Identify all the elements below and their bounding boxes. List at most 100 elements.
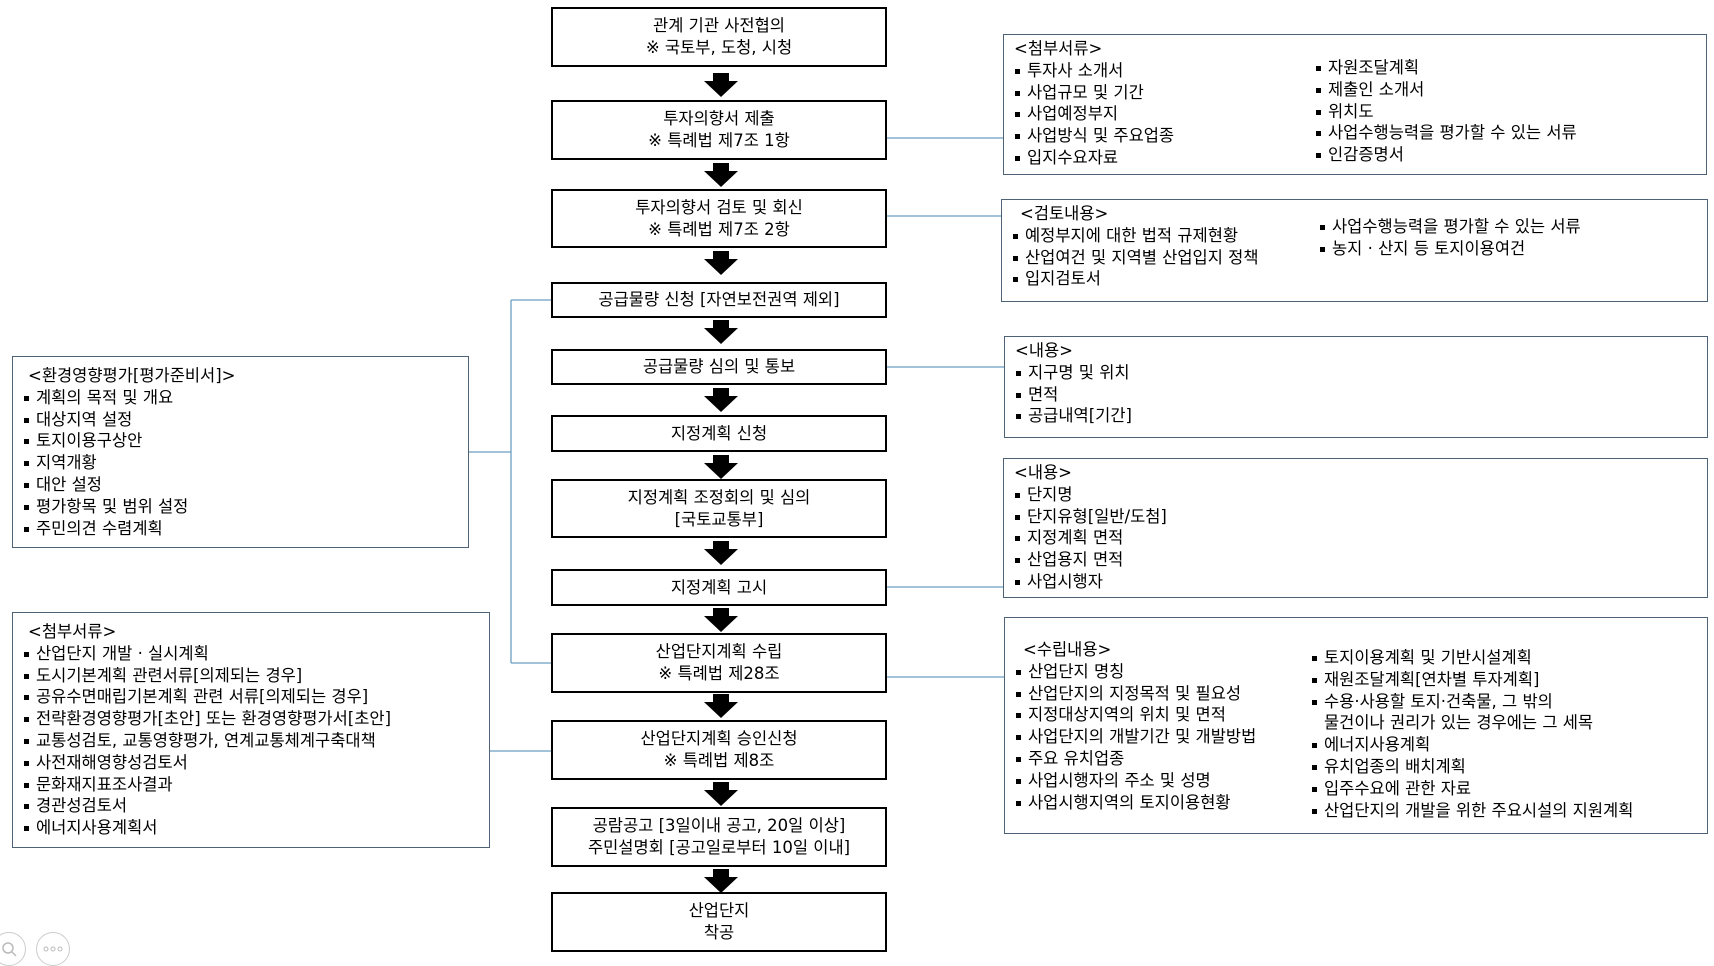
designation-content-box: <내용> 단지명 단지유형[일반/도첨] 지정계획 면적 산업용지 면적 사업시… xyxy=(1003,458,1708,598)
box-header: <첨부서류> xyxy=(1014,39,1103,58)
attachments-list-right: 자원조달계획 제출인 소개서 위치도 사업수행능력을 평가할 수 있는 서류 인… xyxy=(1315,57,1577,166)
arrow-down-icon xyxy=(704,541,738,565)
list-item: 사업시행자의 주소 및 성명 xyxy=(1015,770,1697,792)
box-header: <수립내용> xyxy=(1023,640,1112,659)
step-complex-plan: 산업단지계획 수립 ※ 특례법 제28조 xyxy=(551,633,887,693)
list-item: 경관성검토서 xyxy=(23,795,479,817)
list-item: 토지이용구상안 xyxy=(23,430,458,452)
attachments-list-left: 투자사 소개서 사업규모 및 기간 사업예정부지 사업방식 및 주요업종 입지수… xyxy=(1014,60,1696,169)
list-item: 대안 설정 xyxy=(23,474,458,496)
list-item: 입지수요자료 xyxy=(1014,147,1696,169)
supply-content-box: <내용> 지구명 및 위치 면적 공급내역[기간] xyxy=(1004,336,1708,438)
list-item: 에너지사용계획 xyxy=(1311,734,1633,756)
list-item: 사업규모 및 기간 xyxy=(1014,82,1696,104)
list-item: 계획의 목적 및 개요 xyxy=(23,387,458,409)
list-item: 제출인 소개서 xyxy=(1315,79,1577,101)
arrow-down-icon xyxy=(704,608,738,632)
list-item: 산업단지 개발 · 실시계획 xyxy=(23,643,479,665)
list-item: 단지명 xyxy=(1014,484,1697,506)
step-approval-request: 산업단지계획 승인신청 ※ 특례법 제8조 xyxy=(551,720,887,780)
list-item: 도시기본계획 관련서류[의제되는 경우] xyxy=(23,665,479,687)
box-header: <내용> xyxy=(1015,341,1074,360)
list-item: 위치도 xyxy=(1315,101,1577,123)
review-box: <검토내용> 예정부지에 대한 법적 규제현황 산업여건 및 지역별 산업입지 … xyxy=(1001,199,1708,302)
list-item: 전략환경영향평가[초안] 또는 환경영향평가서[초안] xyxy=(23,708,479,730)
plan-attachments-box: <첨부서류> 산업단지 개발 · 실시계획 도시기본계획 관련서류[의제되는 경… xyxy=(12,612,490,848)
list-item: 평가항목 및 범위 설정 xyxy=(23,496,458,518)
list-item: 교통성검토, 교통영향평가, 연계교통체계구축대책 xyxy=(23,730,479,752)
list-item: 산업단지의 지정목적 및 필요성 xyxy=(1015,683,1697,705)
list-item: 농지 · 산지 등 토지이용여건 xyxy=(1319,238,1581,260)
arrow-down-icon xyxy=(704,388,738,412)
list-item: 사업수행능력을 평가할 수 있는 서류 xyxy=(1315,122,1577,144)
list-item: 지구명 및 위치 xyxy=(1015,362,1697,384)
plan-content-list-right: 토지이용계획 및 기반시설계획 재원조달계획[연차별 투자계획] 수용·사용할 … xyxy=(1311,647,1633,821)
arrow-down-icon xyxy=(704,782,738,806)
arrow-down-icon xyxy=(704,73,738,97)
step-public-notice: 공람공고 [3일이내 공고, 20일 이상] 주민설명회 [공고일로부터 10일… xyxy=(551,807,887,867)
list-item: 입지검토서 xyxy=(1012,268,1697,290)
list-item: 단지유형[일반/도첨] xyxy=(1014,506,1697,528)
list-item: 입주수요에 관한 자료 xyxy=(1311,778,1633,800)
list-item: 주요 유치업종 xyxy=(1015,748,1697,770)
step-designation-request: 지정계획 신청 xyxy=(551,415,887,452)
list-item: 인감증명서 xyxy=(1315,144,1577,166)
list-item-continuation: 물건이나 권리가 있는 경우에는 그 세목 xyxy=(1324,713,1594,733)
more-options-icon[interactable] xyxy=(36,932,70,966)
environment-assessment-box: <환경영향평가[평가준비서]> 계획의 목적 및 개요 대상지역 설정 토지이용… xyxy=(12,356,469,548)
list-item: 수용·사용할 토지·건축물, 그 밖의 xyxy=(1311,691,1633,713)
list-item: 예정부지에 대한 법적 규제현황 xyxy=(1012,225,1697,247)
step-investment-intent-submit: 투자의향서 제출 ※ 특례법 제7조 1항 xyxy=(551,100,887,160)
list-item: 자원조달계획 xyxy=(1315,57,1577,79)
review-list-left: 예정부지에 대한 법적 규제현황 산업여건 및 지역별 산업입지 정책 입지검토… xyxy=(1012,225,1697,290)
arrow-down-icon xyxy=(704,455,738,479)
list-item: 사업시행자 xyxy=(1014,571,1697,593)
list-item: 산업여건 및 지역별 산업입지 정책 xyxy=(1012,247,1697,269)
supply-content-list: 지구명 및 위치 면적 공급내역[기간] xyxy=(1015,362,1697,427)
list-item: 유치업종의 배치계획 xyxy=(1311,756,1633,778)
list-item: 지정계획 면적 xyxy=(1014,527,1697,549)
list-item: 지정대상지역의 위치 및 면적 xyxy=(1015,704,1697,726)
box-header: <내용> xyxy=(1014,463,1073,482)
list-item: 지역개황 xyxy=(23,452,458,474)
list-item: 투자사 소개서 xyxy=(1014,60,1696,82)
review-list-right: 사업수행능력을 평가할 수 있는 서류 농지 · 산지 등 토지이용여건 xyxy=(1319,216,1581,260)
list-item: 사업단지의 개발기간 및 개발방법 xyxy=(1015,726,1697,748)
arrow-down-icon xyxy=(704,251,738,275)
step-construction-start: 산업단지 착공 xyxy=(551,892,887,952)
plan-attachments-list: 산업단지 개발 · 실시계획 도시기본계획 관련서류[의제되는 경우] 공유수면… xyxy=(23,643,479,839)
list-item: 대상지역 설정 xyxy=(23,409,458,431)
list-item: 사업시행지역의 토지이용현황 xyxy=(1015,792,1697,814)
box-header: <첨부서류> xyxy=(28,622,117,641)
arrow-down-icon xyxy=(704,320,738,344)
list-item: 에너지사용계획서 xyxy=(23,817,479,839)
list-item: 면적 xyxy=(1015,384,1697,406)
box-header: <검토내용> xyxy=(1020,204,1109,223)
list-item: 사업예정부지 xyxy=(1014,103,1696,125)
list-item: 토지이용계획 및 기반시설계획 xyxy=(1311,647,1633,669)
list-item: 사업수행능력을 평가할 수 있는 서류 xyxy=(1319,216,1581,238)
list-item: 사전재해영향성검토서 xyxy=(23,752,479,774)
step-designation-notice: 지정계획 고시 xyxy=(551,569,887,606)
list-item: 문화재지표조사결과 xyxy=(23,774,479,796)
list-item: 공유수면매립기본계획 관련 서류[의제되는 경우] xyxy=(23,686,479,708)
arrow-down-icon xyxy=(704,869,738,893)
designation-content-list: 단지명 단지유형[일반/도첨] 지정계획 면적 산업용지 면적 사업시행자 xyxy=(1014,484,1697,593)
step-supply-request: 공급물량 신청 [자연보전권역 제외] xyxy=(551,282,887,318)
list-item: 재원조달계획[연차별 투자계획] xyxy=(1311,669,1633,691)
list-item: 산업단지의 개발을 위한 주요시설의 지원계획 xyxy=(1311,800,1633,822)
attachments-box: <첨부서류> 투자사 소개서 사업규모 및 기간 사업예정부지 사업방식 및 주… xyxy=(1003,34,1707,175)
list-item: 사업방식 및 주요업종 xyxy=(1014,125,1696,147)
list-item: 산업단지 명칭 xyxy=(1015,661,1697,683)
step-pre-consultation: 관계 기관 사전협의 ※ 국토부, 도청, 시청 xyxy=(551,7,887,67)
step-supply-deliberation: 공급물량 심의 및 통보 xyxy=(551,349,887,385)
list-item: 산업용지 면적 xyxy=(1014,549,1697,571)
plan-content-list-left: 산업단지 명칭 산업단지의 지정목적 및 필요성 지정대상지역의 위치 및 면적… xyxy=(1015,661,1697,814)
list-item: 주민의견 수렴계획 xyxy=(23,518,458,540)
environment-assessment-list: 계획의 목적 및 개요 대상지역 설정 토지이용구상안 지역개황 대안 설정 평… xyxy=(23,387,458,540)
arrow-down-icon xyxy=(704,163,738,187)
step-investment-intent-review: 투자의향서 검토 및 회신 ※ 특례법 제7조 2항 xyxy=(551,189,887,248)
arrow-down-icon xyxy=(704,694,738,718)
list-item: 공급내역[기간] xyxy=(1015,405,1697,427)
